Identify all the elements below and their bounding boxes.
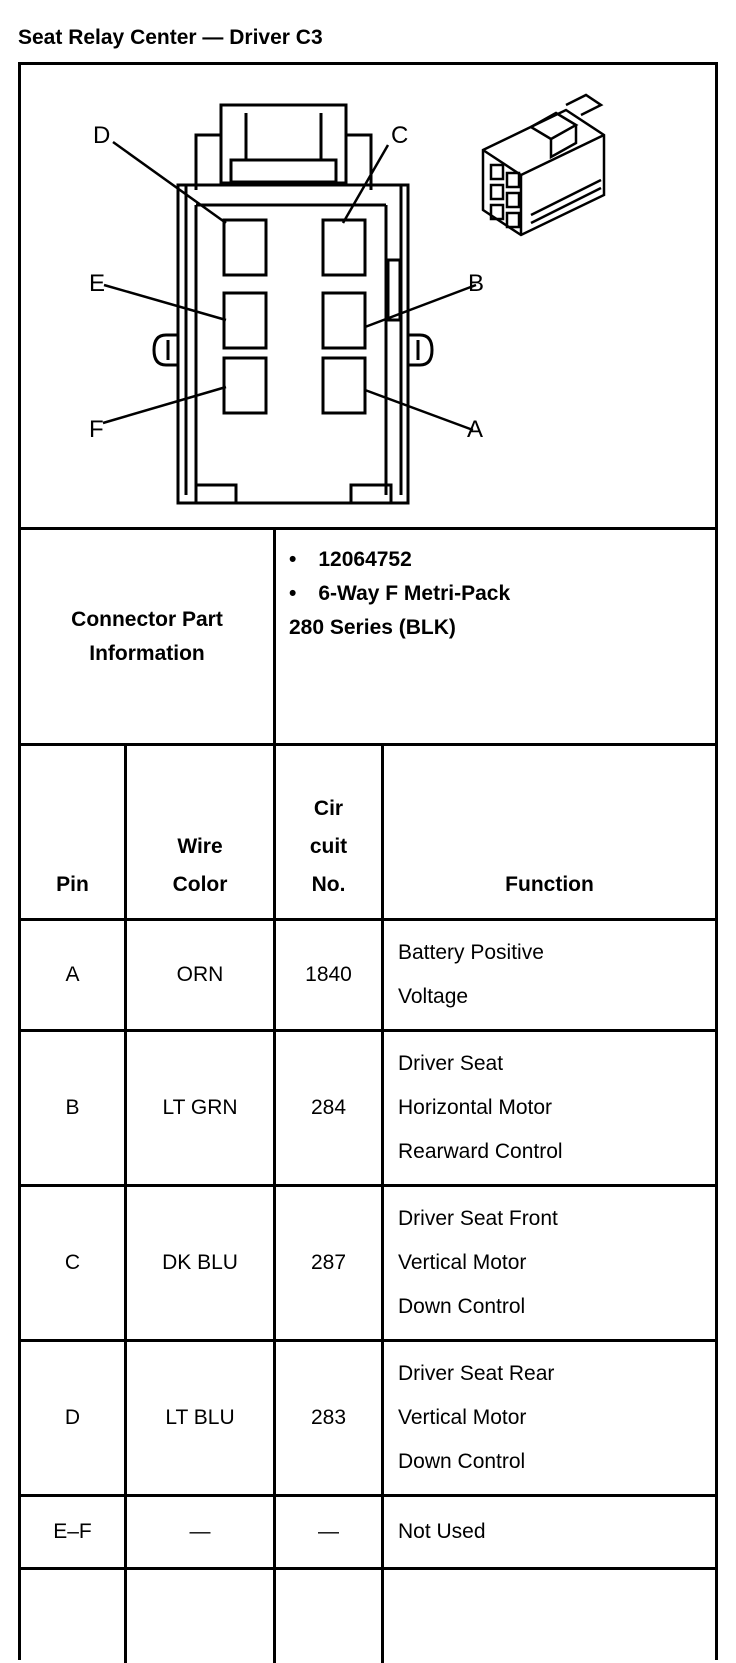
header-pin: Pin: [21, 746, 124, 918]
connector-type: 6-Way F Metri-Pack: [318, 582, 511, 605]
pin-label-c: C: [391, 122, 408, 149]
page-title: Seat Relay Center — Driver C3: [18, 26, 323, 49]
function-line: Vertical Motor: [398, 1406, 527, 1429]
cavity-a: [321, 356, 367, 415]
function-line: Not Used: [398, 1520, 486, 1543]
leader-d: [112, 140, 227, 225]
header-wire-color: Wire Color: [127, 746, 273, 918]
connector-latch: [219, 103, 348, 185]
connector-face-drawing: D C E B F A: [89, 93, 606, 505]
function-line: Horizontal Motor: [398, 1096, 553, 1119]
function-line: Battery Positive: [398, 941, 544, 964]
cavity-e: [222, 291, 268, 350]
leader-a: [364, 388, 474, 432]
part-info-label-line1: Connector Part: [71, 607, 223, 631]
pin-label-f: F: [89, 416, 104, 443]
header-function: Function: [384, 746, 715, 918]
leader-c: [341, 144, 390, 224]
table-row-b-function: Driver Seat Horizontal Motor Rearward Co…: [398, 1042, 713, 1174]
table-row-a-function: Battery Positive Voltage: [398, 931, 713, 1019]
leader-e: [103, 283, 227, 322]
table-row-ef-circuit: —: [318, 1520, 339, 1543]
part-info-label-line2: Information: [89, 641, 205, 665]
bullet: •: [289, 548, 297, 571]
table-row-c-circuit: 287: [310, 1251, 347, 1274]
divider: [21, 1567, 715, 1570]
header-circuit-line2: cuit: [309, 835, 348, 858]
table-row-a-circuit: 1840: [305, 963, 352, 986]
divider: [273, 746, 276, 1663]
function-line: Driver Seat Front: [398, 1207, 558, 1230]
table-row-a-color: ORN: [176, 963, 224, 986]
divider: [124, 746, 127, 1663]
connector-body: [176, 183, 410, 505]
divider: [21, 1029, 715, 1032]
function-line: Down Control: [398, 1450, 526, 1473]
connector-iso-view: [481, 93, 606, 237]
cavity-b: [321, 291, 367, 350]
cavity-d: [222, 218, 268, 277]
pin-label-d: D: [93, 122, 110, 149]
divider: [273, 530, 276, 743]
table-row-b-pin: B: [65, 1096, 80, 1119]
header-wire-color-line2: Color: [172, 873, 228, 896]
table-row-ef-function: Not Used: [398, 1510, 713, 1554]
table-row-ef-color: —: [189, 1520, 211, 1543]
leader-b: [364, 283, 477, 329]
header-circuit-line1: Cir: [313, 797, 344, 820]
part-info-list: • 12064752 • 6-Way F Metri-Pack 280 Series…: [289, 543, 709, 645]
table-row-b-color: LT GRN: [162, 1096, 238, 1119]
part-info-item: • 12064752: [289, 543, 709, 577]
table-row-c-function: Driver Seat Front Vertical Motor Down Co…: [398, 1197, 713, 1329]
table-row-d-function: Driver Seat Rear Vertical Motor Down Con…: [398, 1352, 713, 1484]
pin-label-e: E: [89, 270, 105, 297]
table-row-d-color: LT BLU: [165, 1406, 235, 1429]
pin-label-a: A: [467, 416, 483, 443]
cavity-c: [321, 218, 367, 277]
header-circuit: Cir cuit No.: [276, 746, 381, 918]
function-line: Voltage: [398, 985, 469, 1008]
function-line: Driver Seat: [398, 1052, 504, 1075]
function-line: Rearward Control: [398, 1140, 563, 1163]
header-wire-color-line1: Wire: [177, 835, 223, 858]
function-line: Down Control: [398, 1295, 526, 1318]
divider: [381, 746, 384, 1663]
part-info-item: • 6-Way F Metri-Pack: [289, 577, 709, 611]
pin-label-b: B: [468, 270, 484, 297]
part-number: 12064752: [318, 548, 412, 571]
divider: [21, 743, 715, 746]
header-function-label: Function: [505, 873, 594, 896]
function-line: Vertical Motor: [398, 1251, 527, 1274]
function-line: Driver Seat Rear: [398, 1362, 555, 1385]
part-info-series: 280 Series (BLK): [289, 616, 456, 639]
table-row-a-pin: A: [65, 963, 80, 986]
divider: [21, 527, 715, 530]
leader-f: [102, 385, 227, 425]
divider: [21, 1494, 715, 1497]
table-row-ef-pin: E–F: [53, 1520, 92, 1543]
connector-diagram: D C E B F A: [21, 65, 715, 570]
divider: [21, 1339, 715, 1342]
divider: [21, 918, 715, 921]
header-pin-label: Pin: [56, 873, 89, 896]
table-row-d-circuit: 283: [310, 1406, 347, 1429]
table-row-c-color: DK BLU: [162, 1251, 238, 1274]
divider: [21, 1184, 715, 1187]
part-info-label: Connector Part Information: [21, 530, 273, 743]
cavity-f: [222, 356, 268, 415]
table-row-c-pin: C: [64, 1251, 81, 1274]
table-row-b-circuit: 284: [310, 1096, 347, 1119]
header-circuit-line3: No.: [311, 873, 346, 896]
connector-table: D C E B F A: [18, 62, 718, 1663]
bullet: •: [289, 582, 297, 605]
table-row-d-pin: D: [64, 1406, 81, 1429]
